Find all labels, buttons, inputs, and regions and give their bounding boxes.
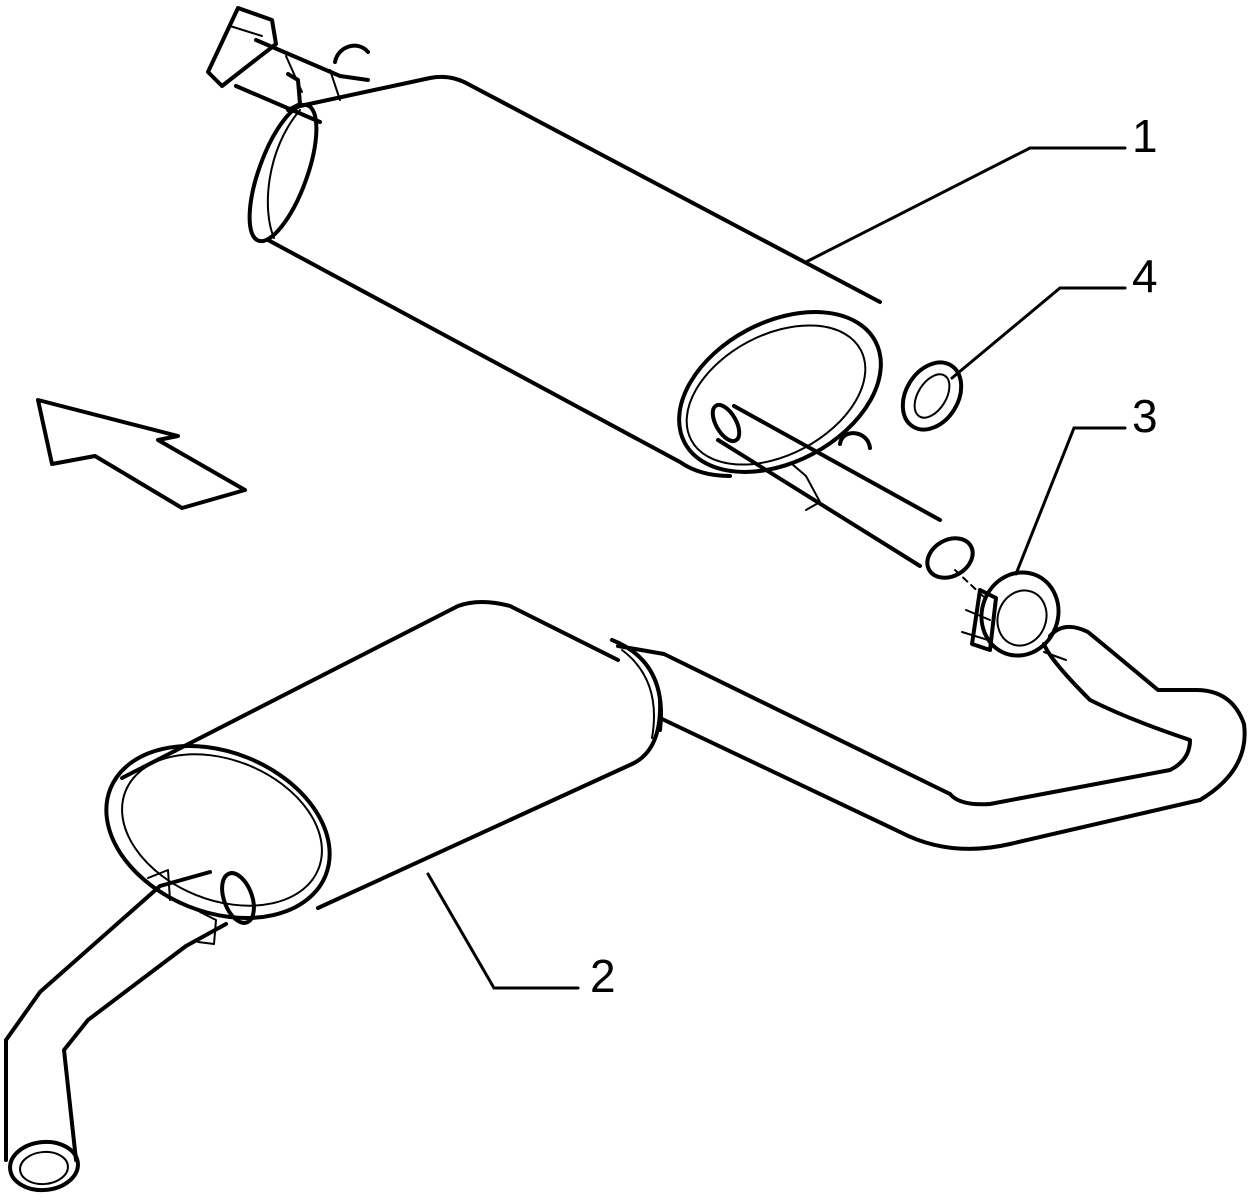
clamp-part-3 bbox=[961, 570, 1061, 658]
leader-lines bbox=[426, 146, 1127, 990]
callout-2: 2 bbox=[590, 950, 616, 1002]
assembly-line bbox=[954, 569, 986, 599]
callout-3: 3 bbox=[1132, 390, 1158, 442]
callout-4: 4 bbox=[1132, 250, 1158, 302]
gasket-part-4 bbox=[900, 360, 964, 432]
rear-muffler-part-2 bbox=[4, 600, 1247, 1193]
direction-arrow-icon bbox=[36, 398, 247, 510]
front-muffler-part-1 bbox=[206, 6, 975, 580]
callout-1: 1 bbox=[1132, 110, 1158, 162]
